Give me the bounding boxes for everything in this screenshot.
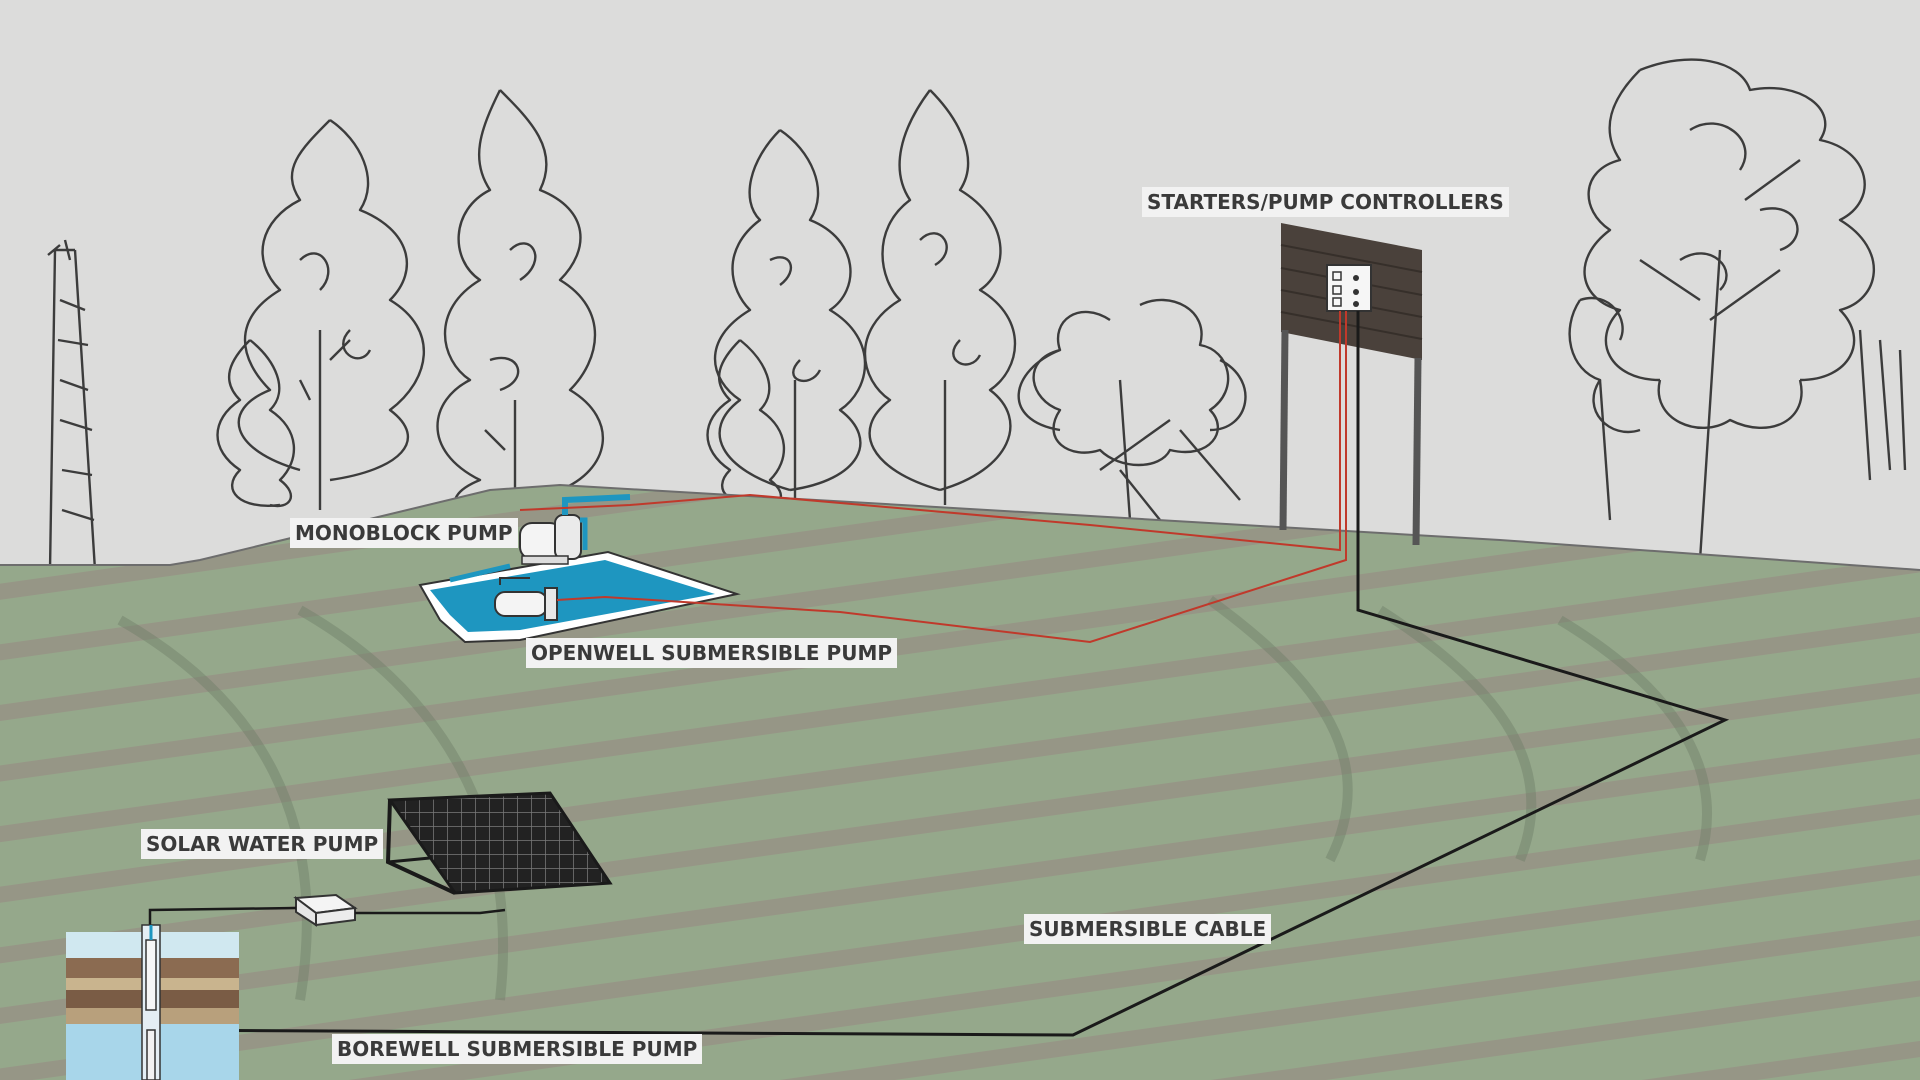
tree-sketch bbox=[237, 119, 426, 510]
crop-row-curves bbox=[117, 595, 1713, 1001]
label-submersible-cable: SUBMERSIBLE CABLE bbox=[1024, 914, 1272, 944]
borewell-cross-section bbox=[66, 924, 239, 1080]
horizon-line bbox=[0, 483, 1920, 571]
tree-sketch bbox=[1568, 296, 1641, 521]
power-wires bbox=[519, 311, 1347, 644]
label-solar-water-pump: SOLAR WATER PUMP bbox=[141, 829, 384, 859]
monoblock-pump-icon bbox=[519, 494, 631, 565]
sketch-trees bbox=[47, 58, 1907, 571]
field-haze bbox=[0, 485, 1920, 1080]
label-starters-pump-controllers: STARTERS/PUMP CONTROLLERS bbox=[1142, 187, 1509, 217]
openwell-pump-icon bbox=[494, 577, 558, 621]
submersible-cable bbox=[144, 311, 1730, 1037]
controller-box-icon bbox=[1326, 264, 1372, 312]
solar-controller-icon bbox=[293, 893, 358, 927]
tree-sketch bbox=[216, 339, 295, 508]
tree-sketch bbox=[713, 129, 867, 500]
tree-sketch bbox=[1583, 58, 1907, 561]
label-openwell-submersible-pump: OPENWELL SUBMERSIBLE PUMP bbox=[526, 638, 898, 668]
tree-sketch bbox=[863, 89, 1017, 505]
solar-panel-icon bbox=[385, 791, 613, 895]
utility-pole bbox=[47, 239, 97, 571]
tree-sketch bbox=[1017, 298, 1247, 521]
label-monoblock-pump: MONOBLOCK PUMP bbox=[290, 518, 518, 548]
label-borewell-submersible-pump: BOREWELL SUBMERSIBLE PUMP bbox=[332, 1034, 703, 1064]
